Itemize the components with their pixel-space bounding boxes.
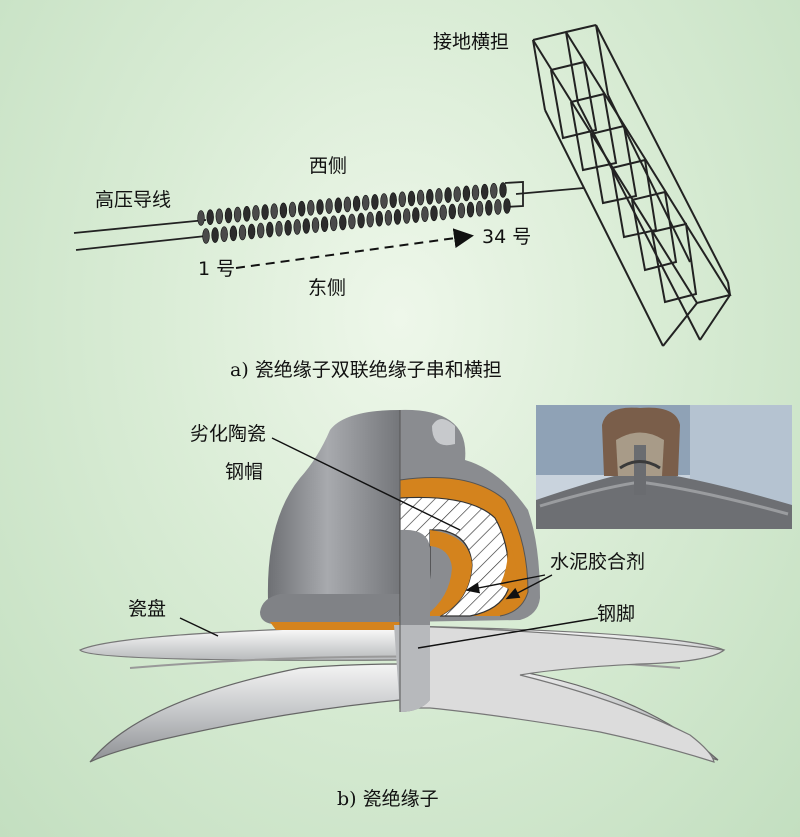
steel-pin-label: 钢脚 [597, 603, 635, 625]
insulator-disc [481, 183, 489, 200]
insulator-disc [316, 199, 324, 215]
insulator-disc [435, 188, 443, 204]
insulator-disc [220, 226, 228, 242]
insulator-disc [206, 209, 214, 225]
insulator-disc [257, 222, 265, 239]
west-side-label: 西侧 [309, 155, 347, 177]
leader-lines [179, 437, 599, 649]
insulator-disc [279, 202, 288, 219]
insulator-disc [302, 218, 310, 234]
insulator-disc [288, 201, 297, 218]
insulator-disc [462, 185, 471, 202]
insulator-disc [247, 223, 256, 240]
steel-pin [394, 410, 430, 712]
conductor [73, 181, 585, 251]
insulator-disc [380, 193, 388, 209]
insulator-disc [362, 194, 370, 211]
insulator-disc [348, 213, 356, 230]
insulator-disc [266, 221, 274, 238]
crossarm [532, 24, 732, 347]
insulator-disc [330, 215, 338, 232]
insulator-disc [403, 208, 411, 224]
cement-layer [400, 477, 528, 616]
insulator-disc [412, 207, 420, 223]
end-insulator-label: 34 号 [482, 226, 531, 248]
insulator-disc [252, 205, 260, 221]
insulator-disc [444, 187, 452, 203]
insulator-disc [202, 228, 210, 244]
start-insulator-label: 1 号 [198, 258, 235, 280]
insulator-disc [421, 206, 429, 222]
insulator-disc [416, 189, 425, 206]
insulator-disc [366, 211, 374, 228]
insulator-disc [457, 202, 466, 219]
degraded-ceramic-label: 劣化陶瓷 [190, 423, 266, 445]
insulator-disc [494, 199, 502, 215]
east-side-label: 东侧 [308, 277, 346, 299]
insulator-disc [384, 210, 393, 226]
insulator-string-west [197, 182, 507, 226]
insulator-disc [325, 198, 333, 214]
insulator-disc [503, 198, 511, 214]
insulator-disc [471, 184, 480, 201]
insulator-disc [430, 205, 438, 222]
insulator-disc [311, 217, 320, 233]
insulator-disc [357, 212, 365, 229]
insulator-disc [490, 183, 498, 199]
insulator-disc [238, 224, 247, 241]
insulator-disc [243, 206, 251, 222]
insulator-disc [224, 207, 233, 224]
insulator-disc [307, 200, 315, 216]
steel-cap-label: 钢帽 [225, 461, 263, 483]
insulator-disc [298, 200, 306, 217]
insulator-disc [229, 225, 238, 242]
insulator-disc [352, 195, 361, 212]
disc-label: 瓷盘 [128, 598, 166, 620]
insulator-disc [389, 192, 397, 208]
caption-a: a) 瓷绝缘子双联绝缘子串和横担 [230, 359, 502, 381]
insulator-disc [270, 203, 278, 219]
insulator-disc [371, 194, 379, 210]
insulator-disc [375, 210, 383, 227]
caption-b: b) 瓷绝缘子 [337, 788, 439, 810]
insulator-disc [343, 196, 352, 213]
dashed-direction-arrow [235, 228, 474, 269]
insulator-disc [275, 220, 283, 237]
insulator-disc [393, 209, 402, 225]
insulator-disc [339, 214, 347, 231]
conductor-label: 高压导线 [95, 189, 171, 211]
cement-label: 水泥胶合剂 [550, 551, 645, 573]
insulator-string-east [202, 198, 511, 244]
insulator-disc [485, 200, 493, 216]
insulator-disc [407, 190, 416, 207]
insulator-disc [197, 210, 205, 226]
insulator-disc [233, 206, 242, 223]
insulator-disc [453, 186, 461, 202]
insulator-disc [439, 204, 447, 221]
photo-inset [536, 405, 792, 529]
insulator-disc [215, 208, 224, 225]
insulator-disc [499, 182, 507, 198]
steel-cap [260, 409, 540, 630]
insulator-disc [284, 220, 292, 236]
insulator-disc [334, 197, 342, 214]
insulator-disc [448, 203, 456, 220]
crossarm-label: 接地横担 [433, 31, 509, 53]
insulator-disc [261, 204, 269, 220]
insulator-disc [398, 191, 406, 208]
insulator-disc [320, 216, 329, 232]
insulator-disc [475, 200, 484, 217]
insulator-disc [211, 227, 219, 243]
insulator-disc [293, 219, 301, 235]
insulator-disc [466, 201, 475, 218]
insulator-disc [426, 189, 434, 205]
